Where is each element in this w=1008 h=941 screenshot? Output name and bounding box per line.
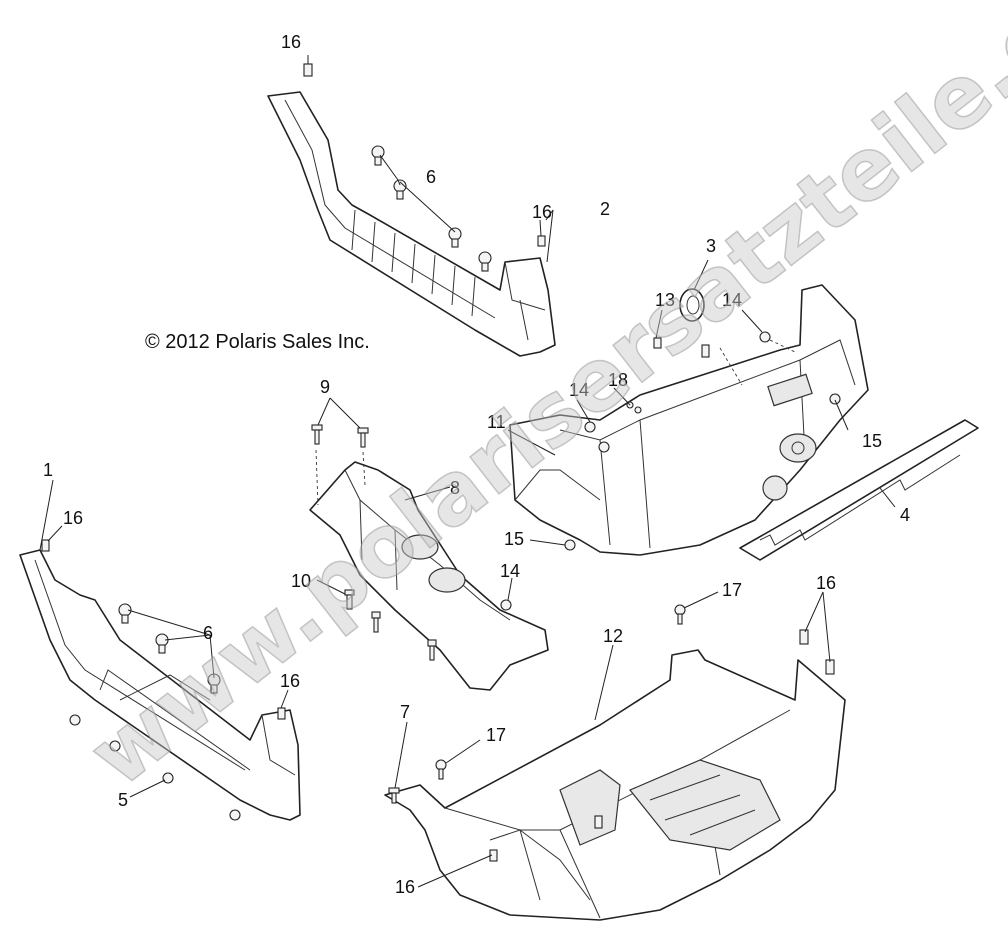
callout-14-console: 14 xyxy=(500,561,520,581)
callout-14-upper: 14 xyxy=(722,290,742,310)
callout-16-pan-right: 16 xyxy=(816,573,836,593)
callout-9: 9 xyxy=(320,377,330,397)
leader-lines xyxy=(39,55,896,888)
callout-2: 2 xyxy=(600,199,610,219)
callout-13: 13 xyxy=(655,290,675,310)
fasteners-bulkhead xyxy=(564,331,841,551)
center-console xyxy=(309,461,549,691)
callout-5: 5 xyxy=(118,790,128,810)
watermark-text: www.polarisersatzteile.de xyxy=(71,0,1008,807)
callout-15-right: 15 xyxy=(862,431,882,451)
callout-16-left-lower: 16 xyxy=(280,671,300,691)
floor-pan xyxy=(384,649,846,921)
callout-16-top: 16 xyxy=(281,32,301,52)
callout-11: 11 xyxy=(487,412,506,432)
floor-panel-left-lower xyxy=(19,549,301,821)
callout-17-upper: 17 xyxy=(722,580,742,600)
floor-panel-right-upper xyxy=(267,91,556,357)
callout-17-lower: 17 xyxy=(486,725,506,745)
callout-labels: 16 6 16 2 3 13 14 18 14 11 15 9 8 1 16 4… xyxy=(43,32,910,897)
callout-14-mid: 14 xyxy=(569,380,589,400)
console-screws xyxy=(311,424,512,661)
callout-16-right-upper: 16 xyxy=(532,202,552,222)
floor-pan-fasteners xyxy=(388,604,835,862)
callout-12: 12 xyxy=(603,626,623,646)
callout-18: 18 xyxy=(608,370,628,390)
callout-15-left: 15 xyxy=(504,529,524,549)
callout-16-pan-bottom: 16 xyxy=(395,877,415,897)
callout-6-lower: 6 xyxy=(203,623,213,643)
push-rivet-fasteners-upper xyxy=(303,63,546,272)
callout-4: 4 xyxy=(900,505,910,525)
callout-7: 7 xyxy=(400,702,410,722)
rear-bulkhead-panel xyxy=(509,284,869,556)
seal-strip xyxy=(739,419,979,561)
callout-8: 8 xyxy=(450,478,460,498)
callout-1: 1 xyxy=(43,460,53,480)
callout-6-top: 6 xyxy=(426,167,436,187)
callout-10: 10 xyxy=(291,571,311,591)
copyright-text: © 2012 Polaris Sales Inc. xyxy=(145,331,370,353)
round-access-cover xyxy=(679,288,705,322)
callout-16-left: 16 xyxy=(63,508,83,528)
callout-3: 3 xyxy=(706,236,716,256)
